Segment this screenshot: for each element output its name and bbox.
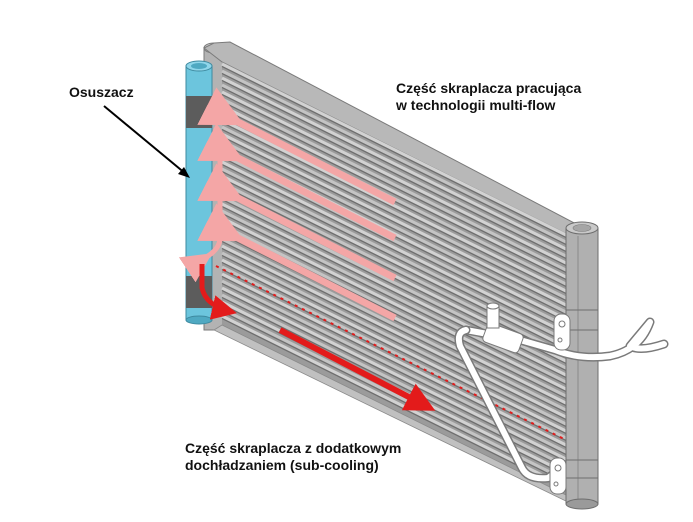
right-header-tank	[565, 221, 599, 510]
fin-stripe	[221, 293, 573, 471]
fin-stripe	[221, 272, 573, 450]
fin-shadow	[221, 163, 573, 340]
refrigerant-pipes	[454, 317, 669, 483]
subcooling-flow-arrows	[199, 264, 436, 411]
fin-shadow	[221, 261, 573, 438]
multiflow-label-line1: Część skraplacza pracująca	[396, 80, 582, 96]
fin-shadow	[221, 233, 573, 410]
fin-stripe	[221, 76, 573, 254]
dryer-label-text: Osuszacz	[69, 84, 134, 100]
fin-stripe	[221, 244, 573, 422]
fin-shadow	[221, 142, 573, 319]
fin-shadow	[221, 107, 573, 284]
multiflow-arrow	[197, 87, 397, 206]
fin-stripe	[221, 279, 573, 457]
fin-shadow	[221, 72, 573, 249]
fin-shadow	[221, 289, 573, 466]
fin-stripe	[221, 251, 573, 429]
multiflow-arrow	[197, 163, 397, 282]
fin-shadow	[221, 212, 573, 389]
fin-stripe	[221, 62, 573, 240]
fin-shadow	[221, 275, 573, 452]
fin-stripe	[221, 167, 573, 345]
multiflow-label: Część skraplacza pracująca w technologii…	[396, 80, 581, 114]
fin-shadow	[221, 317, 573, 494]
fin-stripe	[221, 153, 573, 331]
fin-shadow	[221, 156, 573, 333]
fin-stripe	[221, 125, 573, 303]
fin-shadow	[221, 184, 573, 361]
fin-shadow	[221, 86, 573, 263]
fin-stripe	[221, 265, 573, 443]
fin-shadow	[221, 177, 573, 354]
mounting-bracket-upper	[553, 313, 571, 351]
fin-shadow	[221, 128, 573, 305]
fin-shadow	[221, 240, 573, 417]
fin-shadow	[221, 121, 573, 298]
subcooling-label: Część skraplacza z dodatkowym dochładzan…	[185, 440, 401, 474]
fin-shadow	[221, 170, 573, 347]
dryer-receiver	[185, 60, 213, 325]
subcooling-main-arrow	[278, 327, 436, 411]
fin-stripe	[221, 223, 573, 401]
fin-shadow	[221, 247, 573, 424]
subcooling-boundary-line	[215, 265, 567, 441]
fin-stripe	[221, 69, 573, 247]
multiflow-label-line2: w technologii multi-flow	[396, 97, 556, 113]
fin-stripe	[221, 286, 573, 464]
fin-stripe	[221, 139, 573, 317]
multiflow-flow-arrows	[178, 87, 397, 322]
fin-stripe	[221, 160, 573, 338]
fin-stripe	[221, 216, 573, 394]
pipe-fitting	[482, 302, 524, 354]
fin-stripe	[221, 258, 573, 436]
fin-shadow	[221, 254, 573, 431]
fin-shadow	[221, 135, 573, 312]
subcooling-label-line2: dochładzaniem (sub-cooling)	[185, 457, 379, 473]
multiflow-arrow	[197, 203, 397, 322]
multiflow-down-arrow	[178, 138, 223, 283]
fin-stripe	[221, 181, 573, 359]
fin-stripe	[221, 118, 573, 296]
fin-stripe	[221, 132, 573, 310]
fin-shadow	[221, 100, 573, 277]
fin-shadow	[221, 65, 573, 242]
fin-stripe	[221, 83, 573, 261]
dryer-leader-arrow	[103, 105, 190, 178]
dryer-label: Osuszacz	[69, 84, 134, 101]
fin-stripe	[221, 237, 573, 415]
fin-shadow	[221, 79, 573, 256]
fin-shadow	[221, 93, 573, 270]
mounting-bracket-lower	[549, 457, 567, 495]
multiflow-arrow	[197, 123, 397, 242]
fin-stripe	[221, 209, 573, 387]
fin-shadow	[221, 219, 573, 396]
fin-shadow	[221, 282, 573, 459]
fin-stripe	[221, 104, 573, 282]
subcooling-turn-arrow	[199, 264, 237, 320]
fin-stripe	[221, 97, 573, 275]
subcooling-label-line1: Część skraplacza z dodatkowym	[185, 440, 402, 456]
fin-stripe	[221, 174, 573, 352]
fin-stripe	[221, 90, 573, 268]
